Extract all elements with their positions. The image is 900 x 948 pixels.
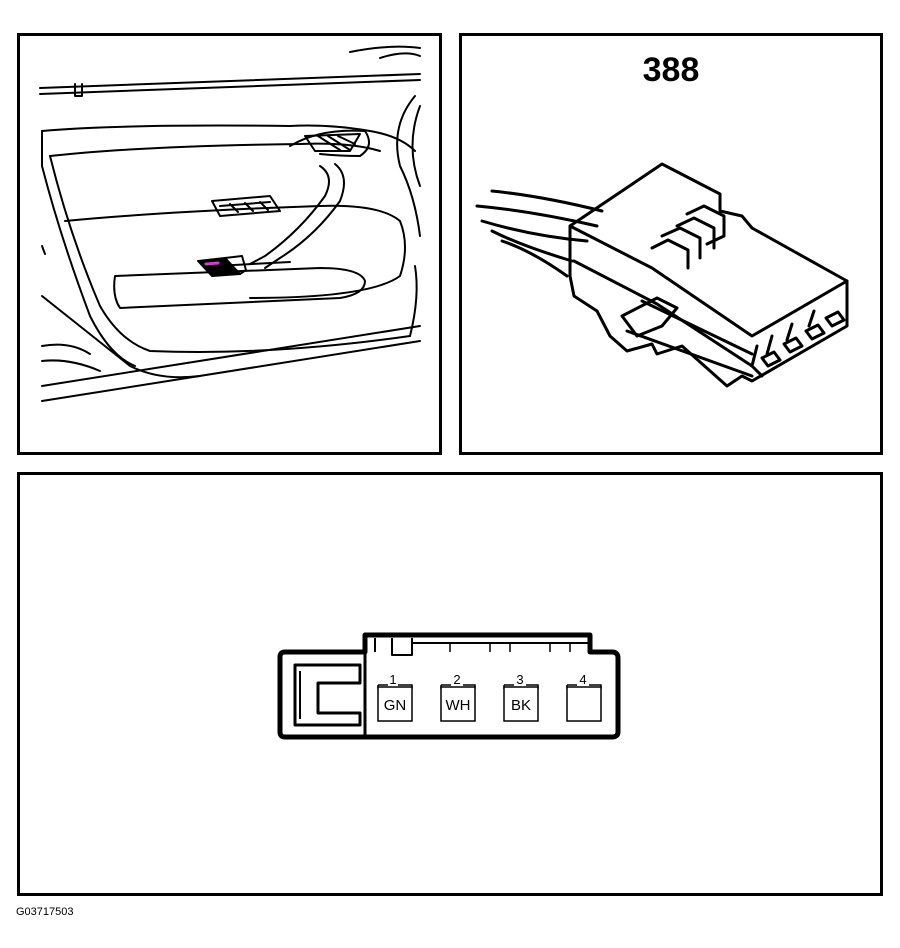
door-locator-panel (17, 33, 442, 455)
pin-number: 3 (516, 672, 523, 687)
pin-number: 1 (389, 672, 396, 687)
connector-face-panel: 1 GN 2 WH 3 BK 4 (17, 472, 883, 896)
connector-view-panel: 388 (459, 33, 883, 455)
pin-1: 1 GN (377, 672, 413, 722)
figure-id: G03717503 (16, 906, 74, 918)
pin-cavity (440, 686, 476, 722)
connector-number: 388 (642, 51, 700, 89)
door-trim-illustration (39, 45, 421, 402)
pin-cavity (503, 686, 539, 722)
pin-3: 3 BK (503, 672, 539, 722)
pin-cavity (377, 686, 413, 722)
pin-4: 4 (566, 672, 602, 722)
pin-number: 2 (453, 672, 460, 687)
connector-3d-illustration (475, 162, 849, 388)
connector-face-diagram (277, 632, 621, 740)
pin-cavity (566, 686, 602, 722)
pinout: 1 GN 2 WH 3 BK 4 (377, 672, 602, 722)
wire-color: GN (384, 697, 407, 714)
wire-color: BK (511, 697, 531, 714)
pin-number: 4 (579, 672, 586, 687)
pin-2: 2 WH (440, 672, 476, 722)
wire-color: WH (446, 697, 471, 714)
